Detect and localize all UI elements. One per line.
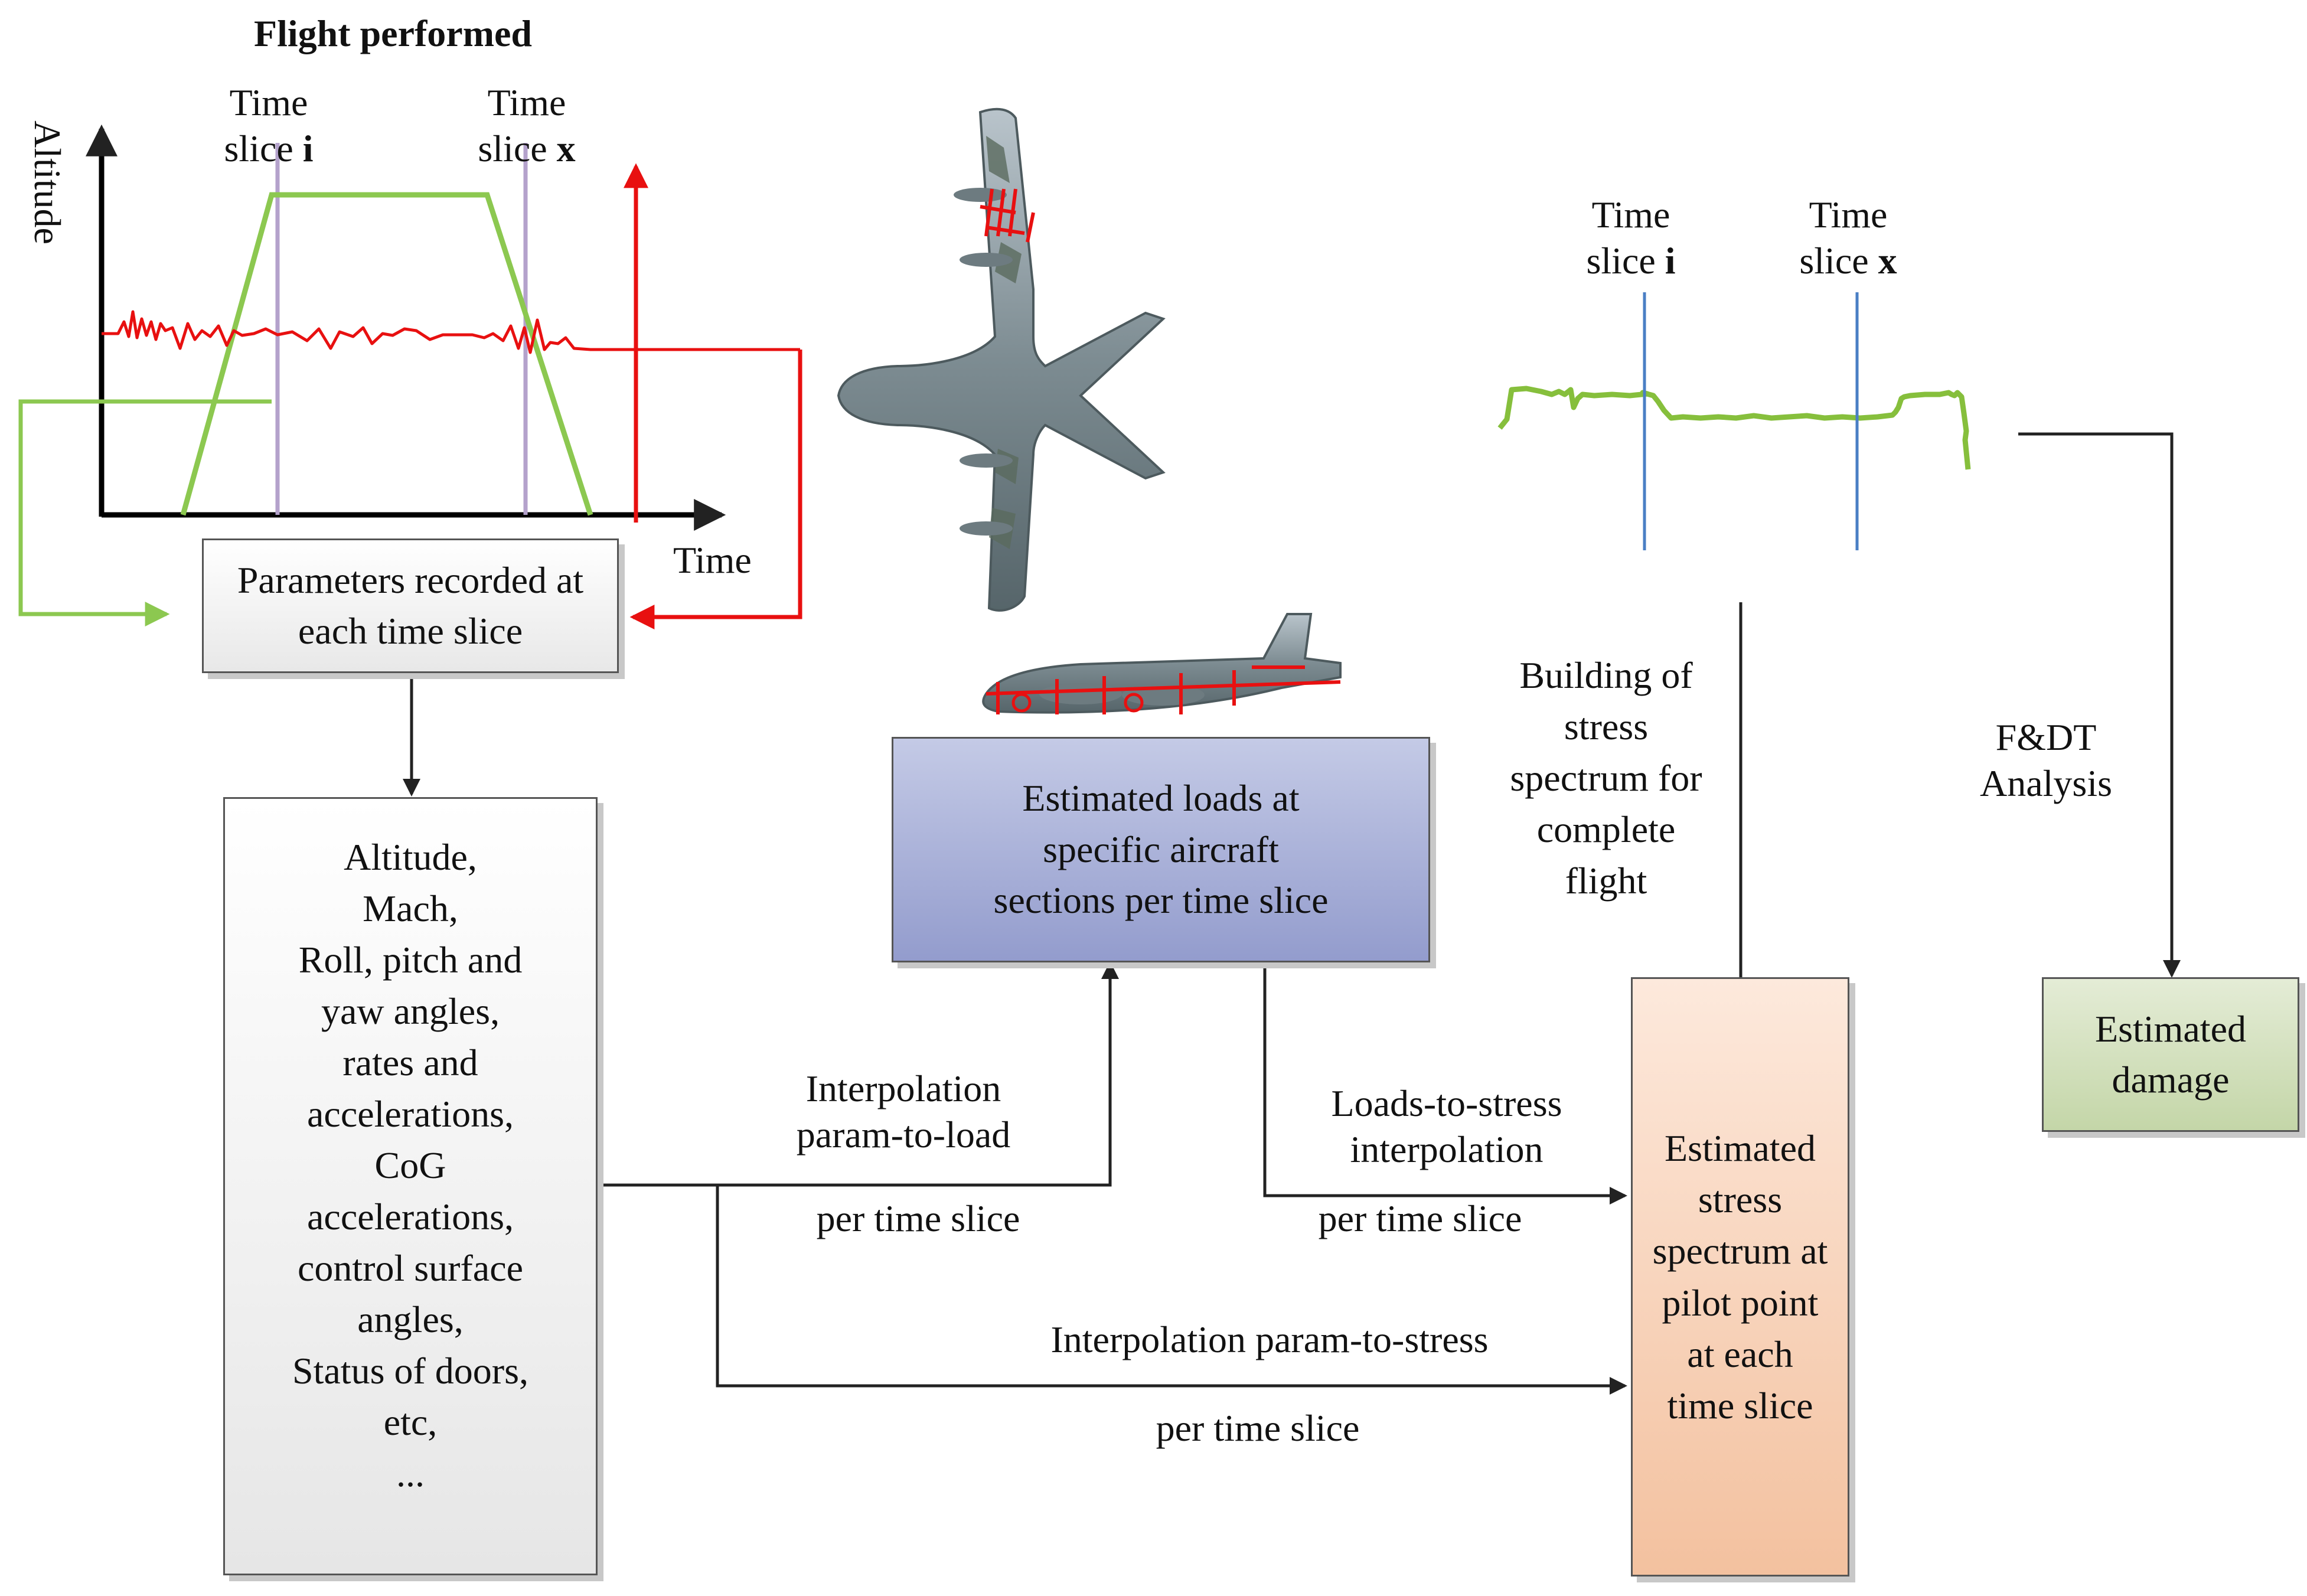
building-spectrum-line: stress: [1564, 706, 1649, 748]
stress-spectrum-line: time slice: [1667, 1384, 1813, 1427]
y-axis-label: Altitude: [27, 120, 69, 244]
param-to-stress-label: Interpolation param-to-stress: [1050, 1318, 1489, 1360]
param-to-load-arrow: [596, 961, 1119, 1187]
parameter-list-line: control surface: [297, 1247, 524, 1290]
estimated-damage-box: Estimated damage: [2042, 977, 2299, 1132]
parameter-list-line: rates and: [342, 1042, 478, 1084]
time-slice-x-label: Time slice x: [478, 81, 576, 170]
building-spectrum-label: Building of stress spectrum for complete fli…: [1479, 650, 1733, 906]
building-spectrum-line: flight: [1565, 860, 1647, 902]
estimated-loads-box: Estimated loads at specific aircraft sec…: [892, 737, 1430, 962]
stress-spectrum-trace: [1497, 386, 1971, 470]
time-slice-i-label: Time slice i: [224, 81, 314, 170]
parameter-list-line: Status of doors,: [292, 1350, 528, 1392]
parameter-trace: [102, 310, 800, 354]
right-time-slice-i-label: Time slice i: [1586, 194, 1676, 282]
chart-axes: [86, 124, 726, 531]
aircraft-top-view-icon: [837, 107, 1166, 612]
stress-spectrum-line: stress: [1698, 1179, 1783, 1221]
parameter-list-line: Altitude,: [344, 836, 477, 878]
fdt-analysis-label: F&DT Analysis: [1980, 716, 2112, 805]
altitude-profile: [180, 192, 593, 516]
param-to-load-per-slice: per time slice: [816, 1197, 1020, 1239]
parameter-list-line: CoG: [374, 1144, 446, 1187]
parameter-list-line: Mach,: [363, 887, 458, 930]
parameter-list-line: Roll, pitch and: [298, 939, 523, 981]
parameter-list-line: ...: [396, 1453, 425, 1495]
red-to-params-arrow: [629, 350, 802, 629]
building-spectrum-line: spectrum for: [1510, 757, 1702, 799]
stress-spectrum-line: pilot point: [1662, 1281, 1819, 1324]
parameter-list-line: yaw angles,: [321, 990, 500, 1033]
stress-spectrum-line: at each: [1687, 1333, 1793, 1375]
parameter-list: Altitude, Mach, Roll, pitch and yaw angles,…: [292, 831, 528, 1499]
right-time-slice-x-label: Time slice x: [1799, 194, 1897, 282]
chart-title: Flight performed: [254, 12, 532, 54]
parameter-list-line: etc,: [383, 1401, 438, 1444]
building-spectrum-line: Building of: [1519, 654, 1693, 696]
aircraft-side-view-icon: [982, 613, 1342, 714]
x-axis-label: Time: [673, 539, 752, 581]
green-to-params-arrow: [18, 399, 272, 626]
stress-spectrum-line: Estimated: [1665, 1127, 1816, 1170]
loads-to-stress-arrow: [1263, 962, 1628, 1205]
parameter-list-line: accelerations,: [307, 1093, 514, 1135]
building-spectrum-line: complete: [1536, 808, 1676, 851]
parameter-list-box: Altitude, Mach, Roll, pitch and yaw angles,…: [223, 797, 598, 1575]
param-to-load-label: Interpolation param-to-load: [796, 1068, 1011, 1156]
loads-to-stress-per-slice: per time slice: [1318, 1197, 1522, 1239]
fdt-arrow: [2018, 432, 2181, 978]
stress-spectrum-line: spectrum at: [1652, 1230, 1828, 1272]
parameter-list-line: accelerations,: [307, 1196, 514, 1238]
loads-to-stress-label: Loads-to-stress interpolation: [1331, 1082, 1562, 1171]
stress-spectrum-box: Estimated stress spectrum at pilot point at …: [1631, 977, 1849, 1577]
parameter-list-line: angles,: [357, 1298, 464, 1341]
parameters-recorded-box: Parameters recorded at each time slice: [202, 538, 619, 673]
param-to-stress-arrow: [716, 1185, 1628, 1395]
param-to-stress-per-slice: per time slice: [1156, 1407, 1360, 1449]
